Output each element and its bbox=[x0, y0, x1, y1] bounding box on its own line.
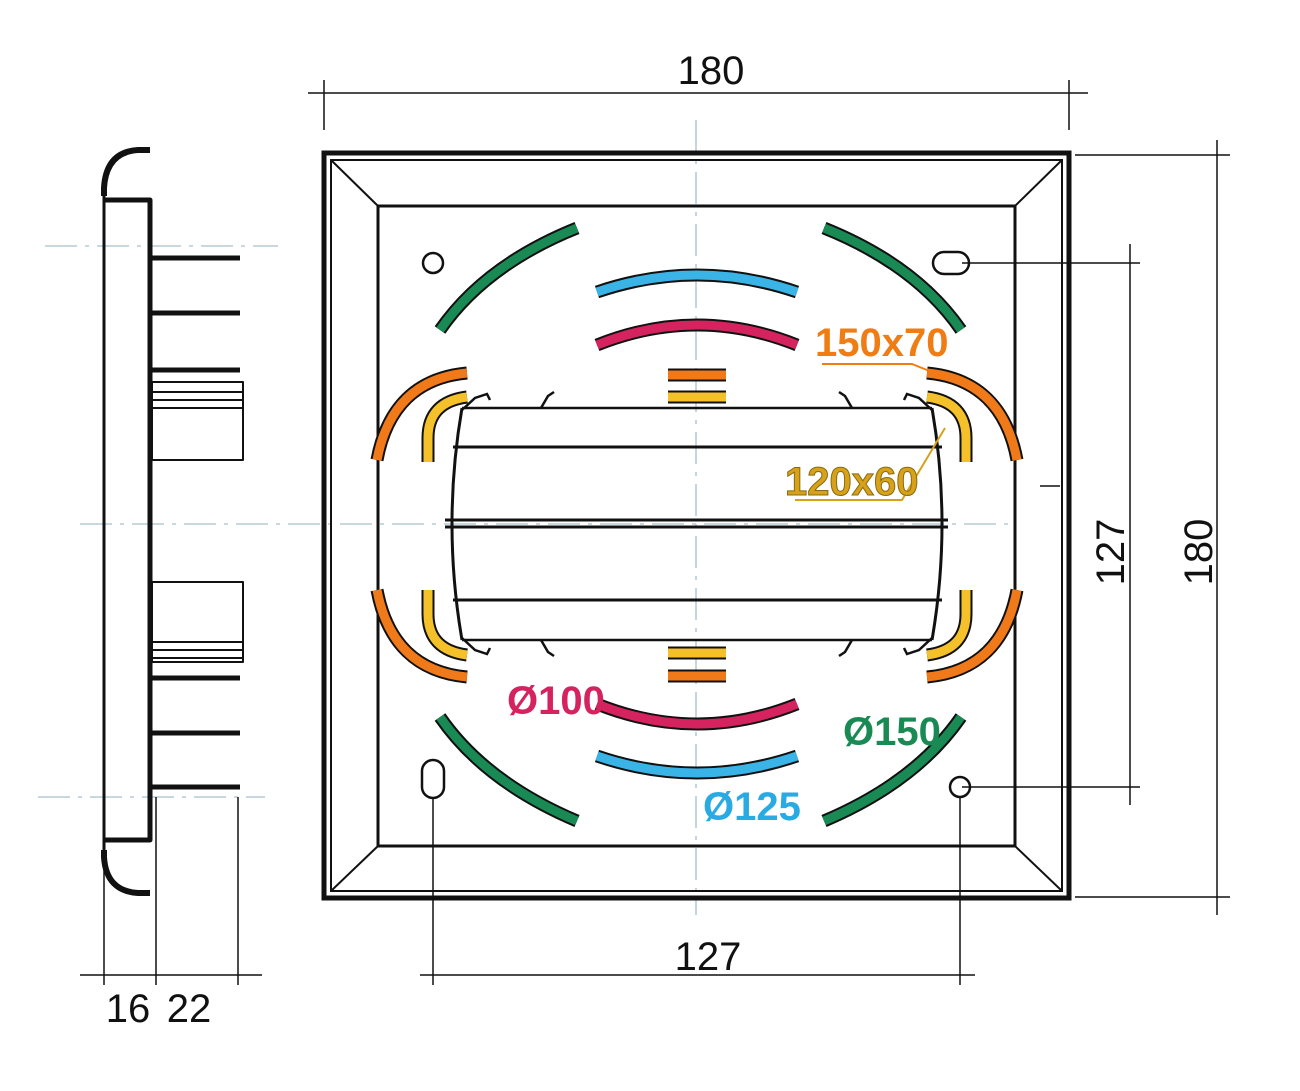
label-d100: Ø100 bbox=[507, 679, 605, 723]
dim-bottom-hole-spacing: 127 bbox=[675, 935, 742, 979]
dim-right-height: 180 bbox=[1177, 519, 1221, 586]
mounting-hole-top-left bbox=[421, 251, 445, 275]
rect-120x60-bracket bbox=[926, 590, 971, 660]
rect-150x70-bracket bbox=[926, 368, 1022, 461]
label-120x60: 120x60 bbox=[785, 460, 918, 504]
dimension-lines bbox=[308, 80, 1230, 985]
rect-150x70-bracket bbox=[372, 589, 468, 682]
front-plate bbox=[321, 150, 1072, 901]
bevel-corner bbox=[330, 159, 379, 207]
plate-inner-recess bbox=[376, 204, 1017, 848]
side-collar-upper bbox=[151, 381, 244, 461]
mounting-slot-bottom-left bbox=[420, 758, 446, 800]
leader-120x60 bbox=[795, 427, 946, 501]
d150-arc-outline bbox=[821, 221, 967, 334]
side-top-hook bbox=[101, 147, 150, 196]
dim-side-22: 22 bbox=[167, 987, 212, 1031]
rect-150x70-bracket bbox=[372, 368, 468, 461]
d100-arc bbox=[595, 699, 799, 729]
bevel-corner bbox=[1014, 845, 1063, 892]
collar-clip bbox=[461, 392, 492, 411]
collar-clip bbox=[838, 390, 854, 409]
label-150x70: 150x70 bbox=[815, 321, 948, 365]
plate-outer-inner-edge bbox=[330, 159, 1063, 892]
rect-120x60-bracket bbox=[423, 590, 468, 660]
side-collar-lower bbox=[151, 581, 244, 663]
side-depth-dimension bbox=[80, 797, 262, 985]
central-collar bbox=[445, 390, 948, 658]
d150-arc bbox=[822, 223, 965, 333]
label-d125: Ø125 bbox=[703, 785, 801, 829]
collar-clip bbox=[902, 637, 933, 656]
collar-left-wall bbox=[450, 407, 464, 641]
side-view bbox=[101, 147, 244, 896]
plate-outer-frame bbox=[321, 150, 1072, 901]
rect-150x70-bracket bbox=[926, 589, 1022, 682]
duct-markings bbox=[370, 221, 1024, 827]
rect-120x60-bracket bbox=[423, 392, 468, 462]
collar-right-wall bbox=[930, 407, 944, 641]
bevel-corner bbox=[330, 845, 379, 892]
d125-arc bbox=[595, 751, 799, 778]
side-bottom-hook bbox=[101, 850, 150, 896]
d150-arc-outline bbox=[434, 221, 580, 334]
collar-clip bbox=[539, 639, 555, 658]
dim-right-hole-spacing: 127 bbox=[1089, 519, 1133, 586]
collar-clip bbox=[539, 390, 555, 409]
dim-side-16: 16 bbox=[106, 987, 151, 1031]
collar-clip bbox=[838, 639, 854, 658]
rect-120x60-bracket bbox=[926, 392, 971, 462]
collar-clip bbox=[461, 637, 492, 656]
dim-top-width: 180 bbox=[678, 49, 745, 93]
d150-arc-outline bbox=[434, 713, 580, 827]
d150-arc bbox=[822, 714, 965, 826]
mounting-holes bbox=[420, 250, 972, 800]
label-d150: Ø150 bbox=[843, 710, 941, 754]
d150-arc bbox=[436, 714, 579, 826]
bevel-corner bbox=[1014, 159, 1063, 207]
d150-arc bbox=[436, 223, 579, 333]
label-leaders bbox=[795, 363, 946, 501]
d125-arc bbox=[595, 270, 799, 297]
d100-arc bbox=[595, 320, 799, 350]
leader-150x70 bbox=[822, 363, 933, 373]
collar-clip bbox=[902, 392, 933, 411]
side-body bbox=[104, 197, 153, 843]
